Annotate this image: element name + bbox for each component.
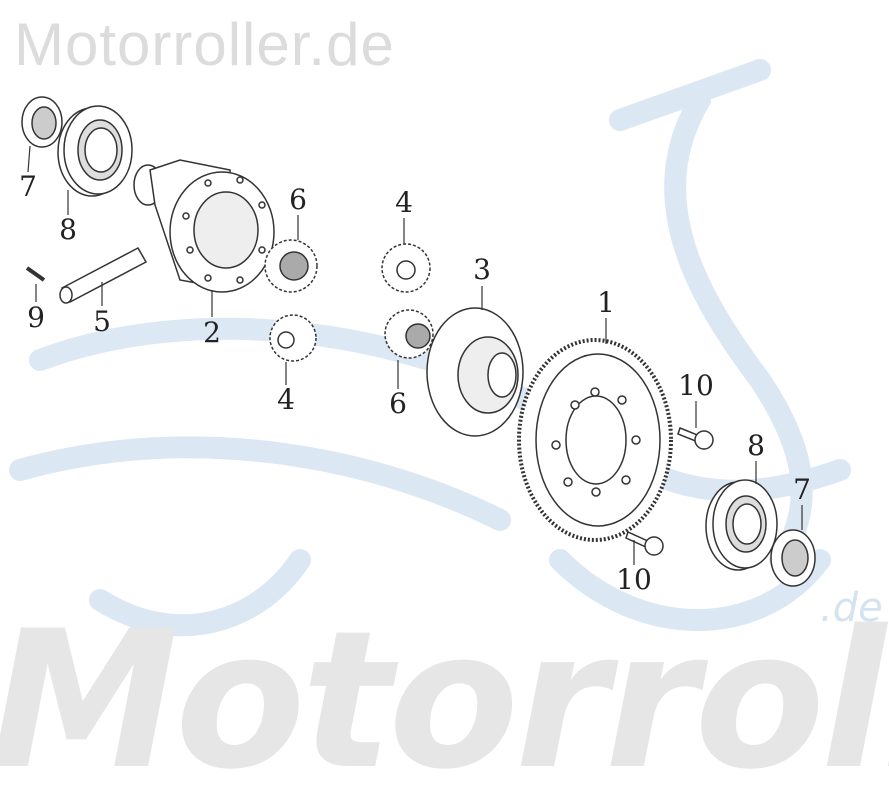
label-bolt-upper: 10 xyxy=(678,369,714,402)
label-pin-small: 9 xyxy=(27,301,45,334)
leader-lines xyxy=(27,145,803,565)
ring-gear-part xyxy=(517,338,673,542)
label-bolt-lower: 10 xyxy=(616,563,652,596)
label-side-gear-lower: 6 xyxy=(389,387,407,420)
watermark-bottom: Motorroller xyxy=(0,590,889,811)
label-seal-right: 7 xyxy=(793,473,811,506)
side-gear-upper-part xyxy=(264,239,318,293)
label-pinion-gear-lower: 4 xyxy=(277,383,295,416)
seal-right-part xyxy=(770,529,816,587)
bolt-upper-part xyxy=(677,427,714,450)
pinion-gear-upper-part xyxy=(381,243,431,293)
side-gear-lower-part xyxy=(384,309,434,359)
bearing-left-part xyxy=(57,105,133,197)
bearing-right-part xyxy=(705,479,778,571)
label-bearing-left: 8 xyxy=(59,213,77,246)
label-seal-left: 7 xyxy=(19,170,37,203)
watermark-bottom-suffix: .de xyxy=(820,585,883,631)
shaft-part xyxy=(59,246,148,304)
label-side-gear-upper: 6 xyxy=(289,183,307,216)
label-ring-gear: 1 xyxy=(597,286,615,319)
differential-case-part xyxy=(133,159,275,293)
seal-left-part xyxy=(21,96,63,148)
label-shaft: 5 xyxy=(93,305,111,338)
label-bearing-right: 8 xyxy=(747,429,765,462)
flange-part xyxy=(426,307,524,437)
bolt-lower-part xyxy=(625,530,664,556)
pin-part xyxy=(25,266,46,282)
label-pinion-gear-upper: 4 xyxy=(395,186,413,219)
label-differential-case: 2 xyxy=(203,316,221,349)
label-flange: 3 xyxy=(473,253,491,286)
pinion-gear-lower-part xyxy=(269,314,317,362)
watermark-top: Motorroller.de xyxy=(14,11,395,78)
